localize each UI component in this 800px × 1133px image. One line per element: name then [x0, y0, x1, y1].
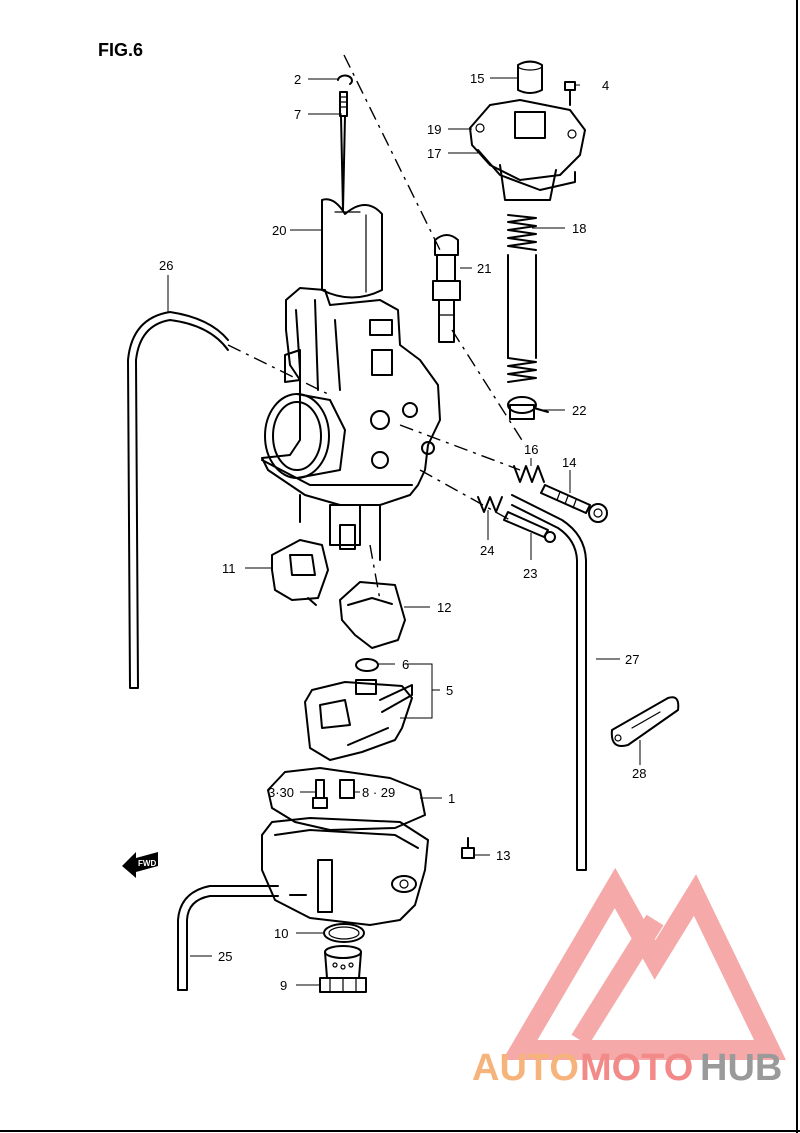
callout-17: 17	[427, 146, 441, 161]
part-12-cover	[339, 581, 406, 649]
watermark-moto: MOTO	[580, 1047, 693, 1089]
callout-5: 5	[446, 683, 453, 698]
part-23-idle-screw	[503, 511, 556, 543]
part-1-float-bowl	[261, 817, 429, 926]
part-11-cover	[271, 539, 329, 606]
callout-16: 16	[524, 442, 538, 457]
part-20-throttle-valve	[321, 198, 383, 299]
callout-10: 10	[274, 926, 288, 941]
watermark-auto: AUTO	[472, 1047, 579, 1089]
callout-2: 2	[294, 72, 301, 87]
part-19-top-cover	[469, 99, 586, 201]
callout-21: 21	[477, 261, 491, 276]
part-14-air-screw	[540, 484, 608, 523]
callout-6: 6	[402, 657, 409, 672]
part-5-float	[304, 679, 413, 761]
part-26-hose	[127, 311, 229, 689]
callout-13: 13	[496, 848, 510, 863]
assembly-guide-lines	[227, 54, 526, 601]
part-18-spring	[507, 214, 537, 383]
figure-title: FIG.6	[98, 40, 143, 60]
part-25-hose	[177, 885, 279, 991]
callout-11: 11	[222, 561, 236, 576]
callout-leader-lines	[167, 77, 641, 986]
callout-14: 14	[562, 455, 576, 470]
callout-20: 20	[272, 223, 286, 238]
part-17-gasket	[477, 149, 576, 191]
callout-19: 19	[427, 122, 441, 137]
carburetor-body	[261, 287, 441, 561]
callout-18: 18	[572, 221, 586, 236]
callout-27: 27	[625, 652, 639, 667]
callout-23: 23	[523, 566, 537, 581]
part-13-screw	[461, 837, 475, 859]
part-22-holder	[507, 396, 549, 420]
callout-12: 12	[437, 600, 451, 615]
callout-22: 22	[572, 403, 586, 418]
callout-25: 25	[218, 949, 232, 964]
watermark-logo-triangle	[502, 867, 786, 1060]
part-8-29-pilot-jet	[339, 779, 355, 799]
part-3-30-main-jet	[312, 779, 328, 809]
part-21-starter-plunger	[432, 234, 461, 343]
part-15-cap	[517, 60, 543, 94]
callout-9: 9	[280, 978, 287, 993]
part-7-jet-needle	[339, 91, 348, 211]
part-4-screw	[564, 81, 576, 106]
part-28-bracket	[610, 696, 680, 747]
callout-26: 26	[159, 258, 173, 273]
part-10-o-ring	[323, 923, 365, 943]
part-9-drain-plug	[319, 945, 367, 993]
fwd-arrow-icon: FWD	[122, 852, 158, 878]
automotohub-watermark: AUTO MOTO HUB	[472, 867, 786, 1089]
part-float-bowl-gasket	[267, 767, 426, 831]
callout-24: 24	[480, 543, 494, 558]
part-24-spring	[477, 496, 503, 513]
part-16-spring	[513, 465, 545, 483]
callout-28: 28	[632, 766, 646, 781]
callout-1: 1	[448, 791, 455, 806]
callout-15: 15	[470, 71, 484, 86]
watermark-hub: HUB	[700, 1047, 782, 1089]
callout-4: 4	[602, 78, 609, 93]
part-2-clip	[337, 74, 353, 85]
fwd-label: FWD	[138, 859, 156, 868]
callout-7: 7	[294, 107, 301, 122]
callout-8-29: 8 · 29	[362, 785, 395, 800]
callout-3-30: 3·30	[268, 785, 294, 800]
callout-labels: 2 7 4 15 19 17 18 20 21 22 16 14 24 23 2…	[159, 71, 646, 993]
part-6-o-ring	[355, 658, 379, 672]
part-27-hose	[511, 494, 587, 871]
